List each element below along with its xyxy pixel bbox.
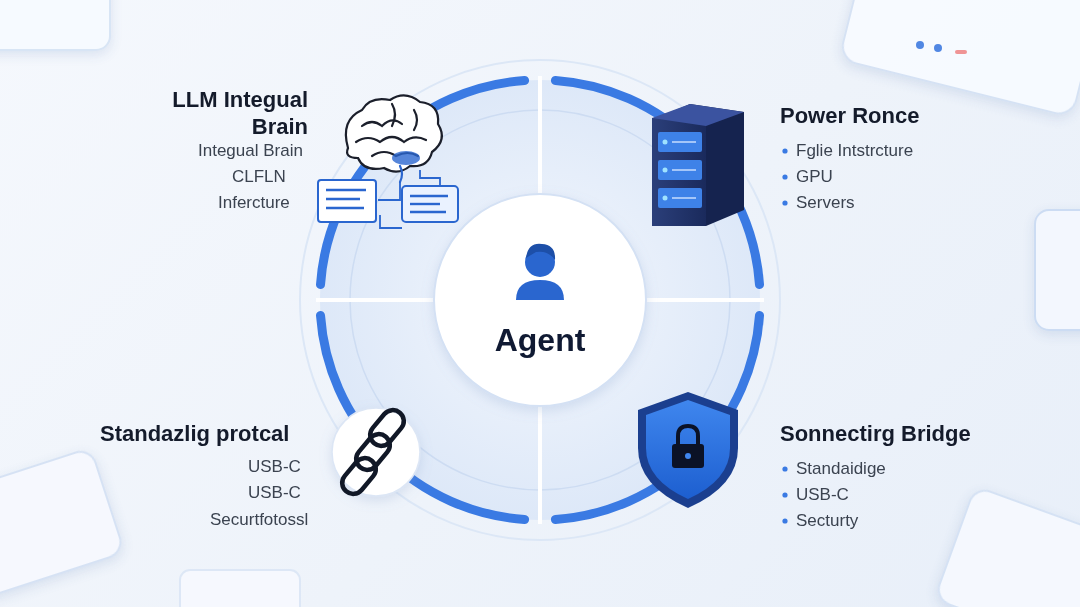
node-label: Agent (495, 322, 586, 359)
shield-icon (638, 392, 738, 508)
section-heading: Power Ronce (780, 102, 919, 129)
bullet-dot (782, 148, 787, 523)
agent-wheel (300, 60, 780, 540)
bullet-text: Standaidige (796, 459, 886, 479)
bullet-text: Secturty (796, 511, 858, 531)
server-icon (652, 104, 744, 226)
person-icon (516, 244, 564, 300)
bullet-text: USB-C (796, 485, 849, 505)
document-icon (318, 170, 458, 228)
item-text: Securtfotossl (210, 510, 308, 530)
section-heading: Standazlig protcal (100, 420, 289, 447)
item-text: CLFLN (232, 167, 286, 187)
bullet-text: GPU (796, 167, 833, 187)
item-text: Integual Brain (198, 141, 303, 161)
brain-icon (346, 95, 442, 182)
chain-icon (332, 406, 420, 499)
section-heading: Sonnectirg Bridge (780, 420, 971, 447)
bullet-text: Fglie Intstrcture (796, 141, 913, 161)
item-text: USB-C (248, 483, 301, 503)
section-heading: LLM Integual Brain (133, 86, 308, 140)
bullet-text: Servers (796, 193, 855, 213)
document-lines (326, 190, 366, 208)
agent-circle: Agent (434, 194, 646, 406)
item-text: USB-C (248, 457, 301, 477)
item-text: Infercture (218, 193, 290, 213)
server-light (663, 140, 668, 201)
quadrant-divider (316, 76, 764, 524)
